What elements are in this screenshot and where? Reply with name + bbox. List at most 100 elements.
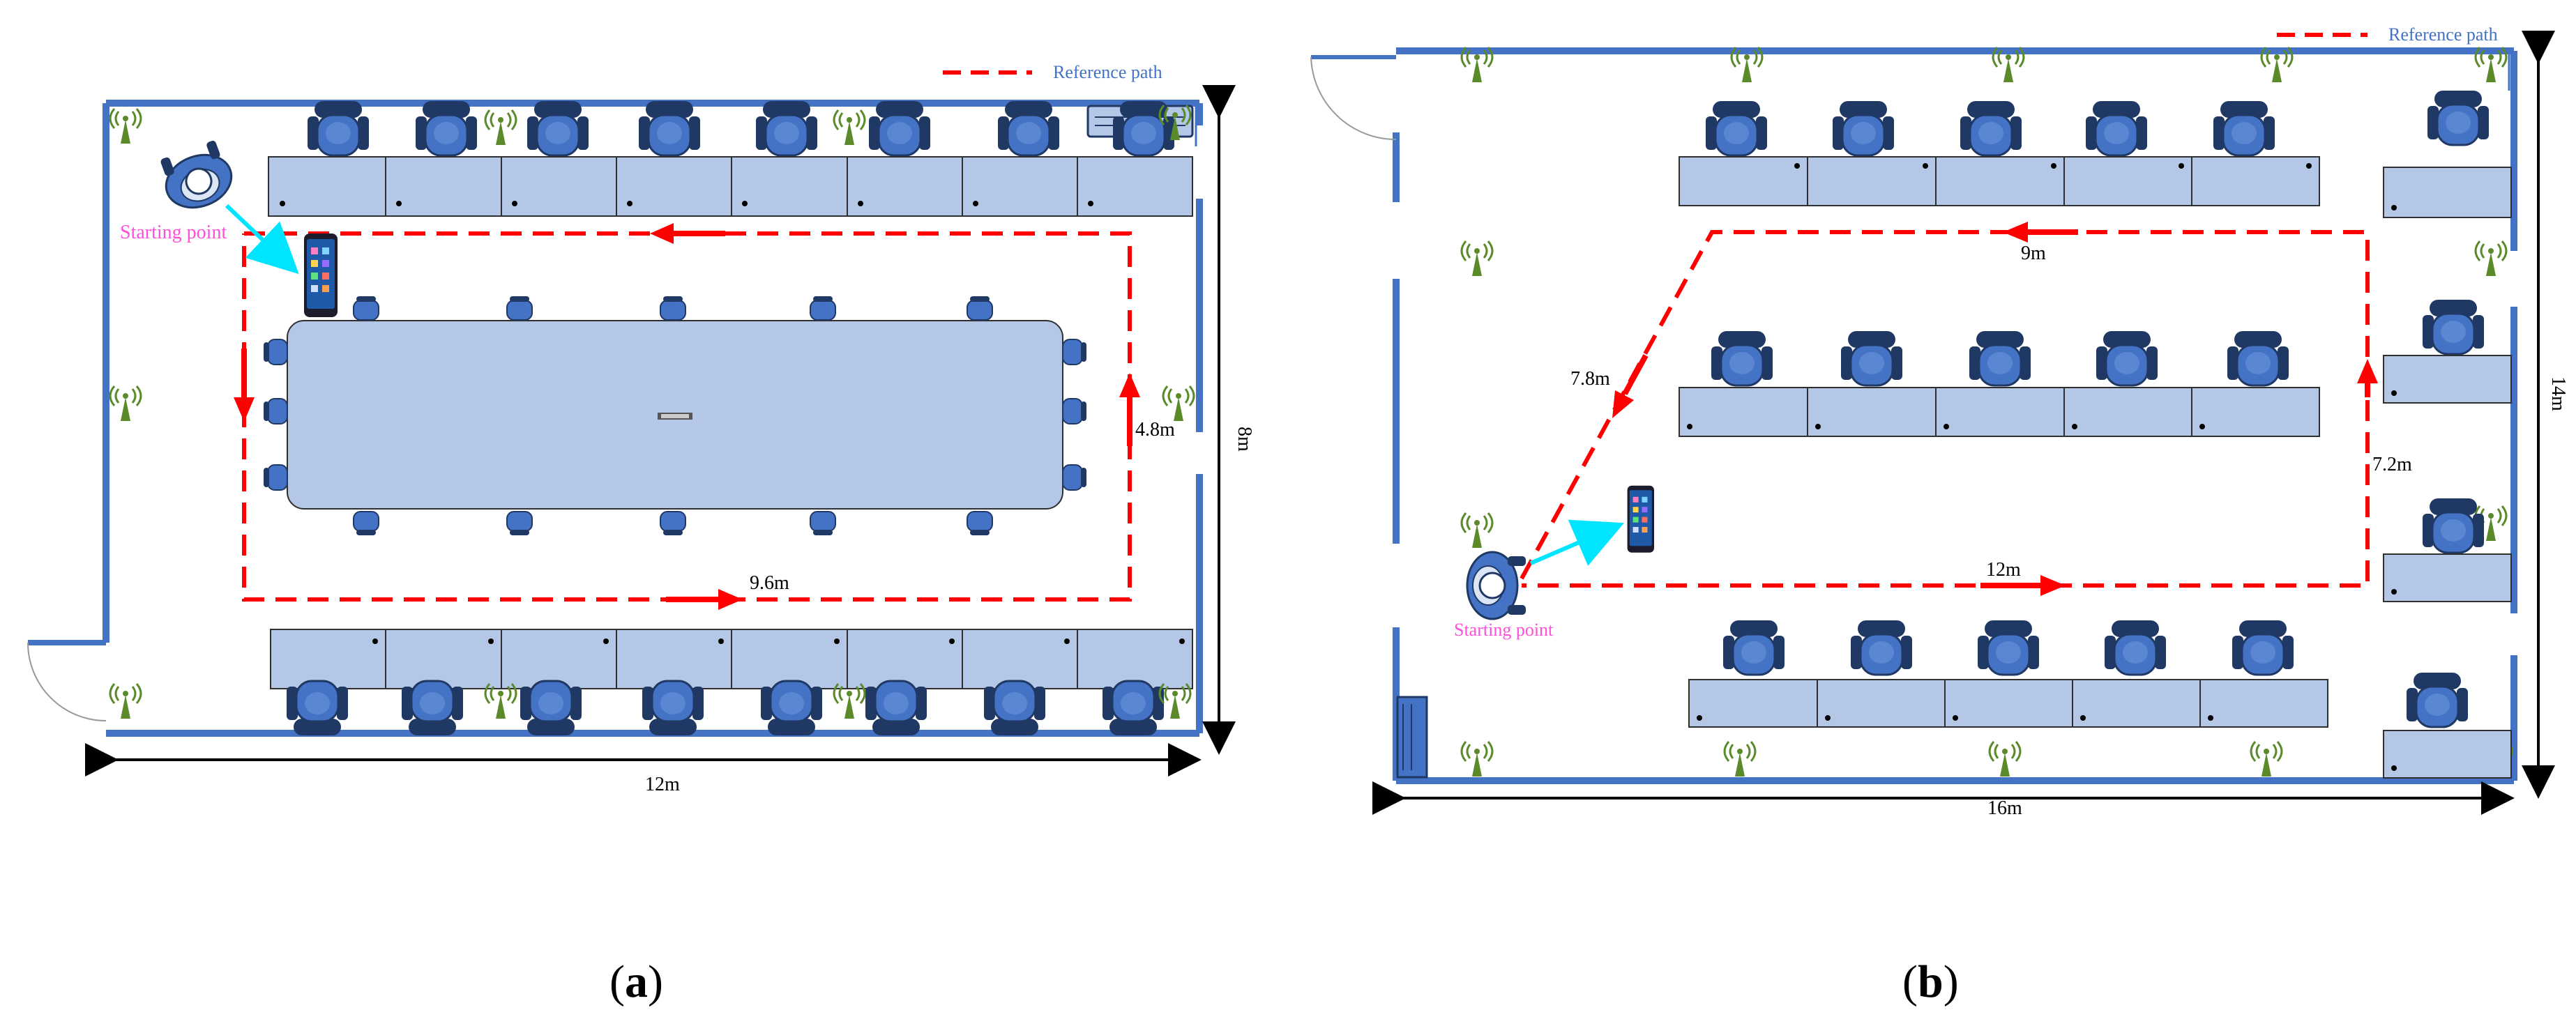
chair-icon — [641, 680, 705, 737]
person-icon — [1466, 551, 1527, 620]
chair-icon — [400, 680, 464, 737]
caption-a: (a) — [609, 956, 663, 1007]
reference-path-a — [234, 223, 1140, 610]
segment-bottom-label-a: 9.6m — [750, 572, 789, 594]
width-label-b: 16m — [1987, 797, 2022, 819]
chair-icon — [810, 511, 836, 536]
chair-icon — [519, 680, 583, 737]
chair-icon — [2405, 671, 2469, 728]
chair-icon — [2421, 298, 2485, 355]
door-icon — [1310, 55, 1397, 140]
arrow-icon — [2357, 359, 2378, 397]
antenna-icon — [2250, 740, 2283, 778]
chair-icon — [306, 100, 370, 157]
chair-icon — [1849, 619, 1914, 676]
chair-icon — [2095, 330, 2159, 387]
chair-icon — [864, 680, 928, 737]
chair-icon — [2103, 619, 2167, 676]
dimension-height-a: 8m — [1202, 85, 1255, 755]
chairs-row3-b — [1722, 619, 2295, 676]
segment-diag-label-b: 7.8m — [1570, 368, 1610, 390]
antenna-icon — [484, 109, 517, 146]
segment-right-label-b: 7.2m — [2372, 454, 2412, 475]
chair-icon — [1062, 464, 1087, 491]
antenna-icon — [1460, 512, 1494, 549]
antenna-icon — [109, 682, 142, 720]
antenna-icon — [2474, 240, 2508, 277]
chair-icon — [1112, 100, 1176, 157]
chair-icon — [353, 511, 379, 536]
desks-row3-b — [1688, 679, 2328, 728]
arrow-icon — [1612, 354, 1649, 418]
chair-icon — [967, 296, 993, 321]
antenna-icon — [109, 107, 142, 145]
chair-icon — [1840, 330, 1904, 387]
desks-bottom-a — [270, 629, 1193, 689]
starting-point-label-b: Starting point — [1454, 620, 1554, 640]
chair-icon — [2084, 100, 2149, 157]
panel-a: Reference path — [27, 62, 1255, 1007]
chair-icon — [2421, 497, 2485, 554]
caption-a-close: ) — [648, 956, 663, 1007]
arrow-icon — [1119, 373, 1140, 446]
antenna-icon — [109, 385, 142, 422]
legend-b: Reference path — [2277, 24, 2498, 45]
chair-icon — [2226, 330, 2290, 387]
chair-icon — [1704, 100, 1768, 157]
chair-icon — [997, 100, 1061, 157]
antenna-icon — [833, 109, 866, 146]
segment-top-label-b: 9m — [2021, 243, 2046, 264]
antenna-icon — [1162, 385, 1195, 422]
phone-icon — [1627, 485, 1654, 553]
arrow-icon — [2003, 222, 2078, 243]
chair-icon — [506, 296, 533, 321]
segment-right-label-a: 4.8m — [1135, 419, 1175, 441]
dimension-width-b: 16m — [1372, 781, 2515, 819]
legend-a: Reference path — [943, 62, 1162, 82]
caption-b: (b) — [1902, 956, 1959, 1007]
caption-a-letter: a — [625, 956, 648, 1007]
arrow-icon — [666, 589, 743, 610]
legend-text-a: Reference path — [1053, 62, 1162, 82]
desks-row2-b — [1679, 387, 2320, 437]
chair-icon — [285, 680, 349, 737]
height-label-b: 14m — [2547, 376, 2569, 411]
dimension-width-a: 12m — [85, 743, 1202, 795]
arrow-icon — [1980, 575, 2066, 596]
desks-right-b — [2383, 167, 2512, 779]
segment-bottom-label-b: 12m — [1986, 559, 2021, 581]
antenna-icon — [1460, 740, 1494, 778]
chair-icon — [983, 680, 1047, 737]
arrow-icon — [650, 223, 725, 244]
link-line-a — [225, 204, 299, 275]
chair-icon — [1062, 339, 1087, 365]
chair-icon — [263, 464, 288, 491]
chair-icon — [414, 100, 478, 157]
height-label-a: 8m — [1234, 427, 1255, 452]
chairs-row2-b — [1710, 330, 2290, 387]
link-line-b — [1529, 519, 1625, 566]
antenna-icon — [1988, 740, 2022, 778]
caption-b-letter: b — [1918, 956, 1944, 1007]
door-icon — [27, 640, 107, 721]
chair-icon — [967, 511, 993, 536]
antenna-icon — [1723, 740, 1757, 778]
person-icon — [154, 137, 240, 217]
chair-icon — [263, 339, 288, 365]
chair-icon — [2212, 100, 2276, 157]
chair-icon — [1968, 330, 2032, 387]
arrow-icon — [234, 349, 255, 422]
chair-icon — [1101, 680, 1165, 737]
chair-icon — [660, 511, 686, 536]
chair-icon — [263, 398, 288, 424]
reference-path-b — [1520, 222, 2378, 596]
chair-icon — [637, 100, 702, 157]
chair-icon — [1710, 330, 1774, 387]
chair-icon — [2426, 89, 2490, 146]
caption-b-open: ( — [1902, 956, 1918, 1007]
chair-icon — [759, 680, 824, 737]
chair-icon — [867, 100, 932, 157]
caption-a-open: ( — [609, 956, 625, 1007]
walls-b — [1393, 47, 2517, 784]
chair-icon — [353, 296, 379, 321]
